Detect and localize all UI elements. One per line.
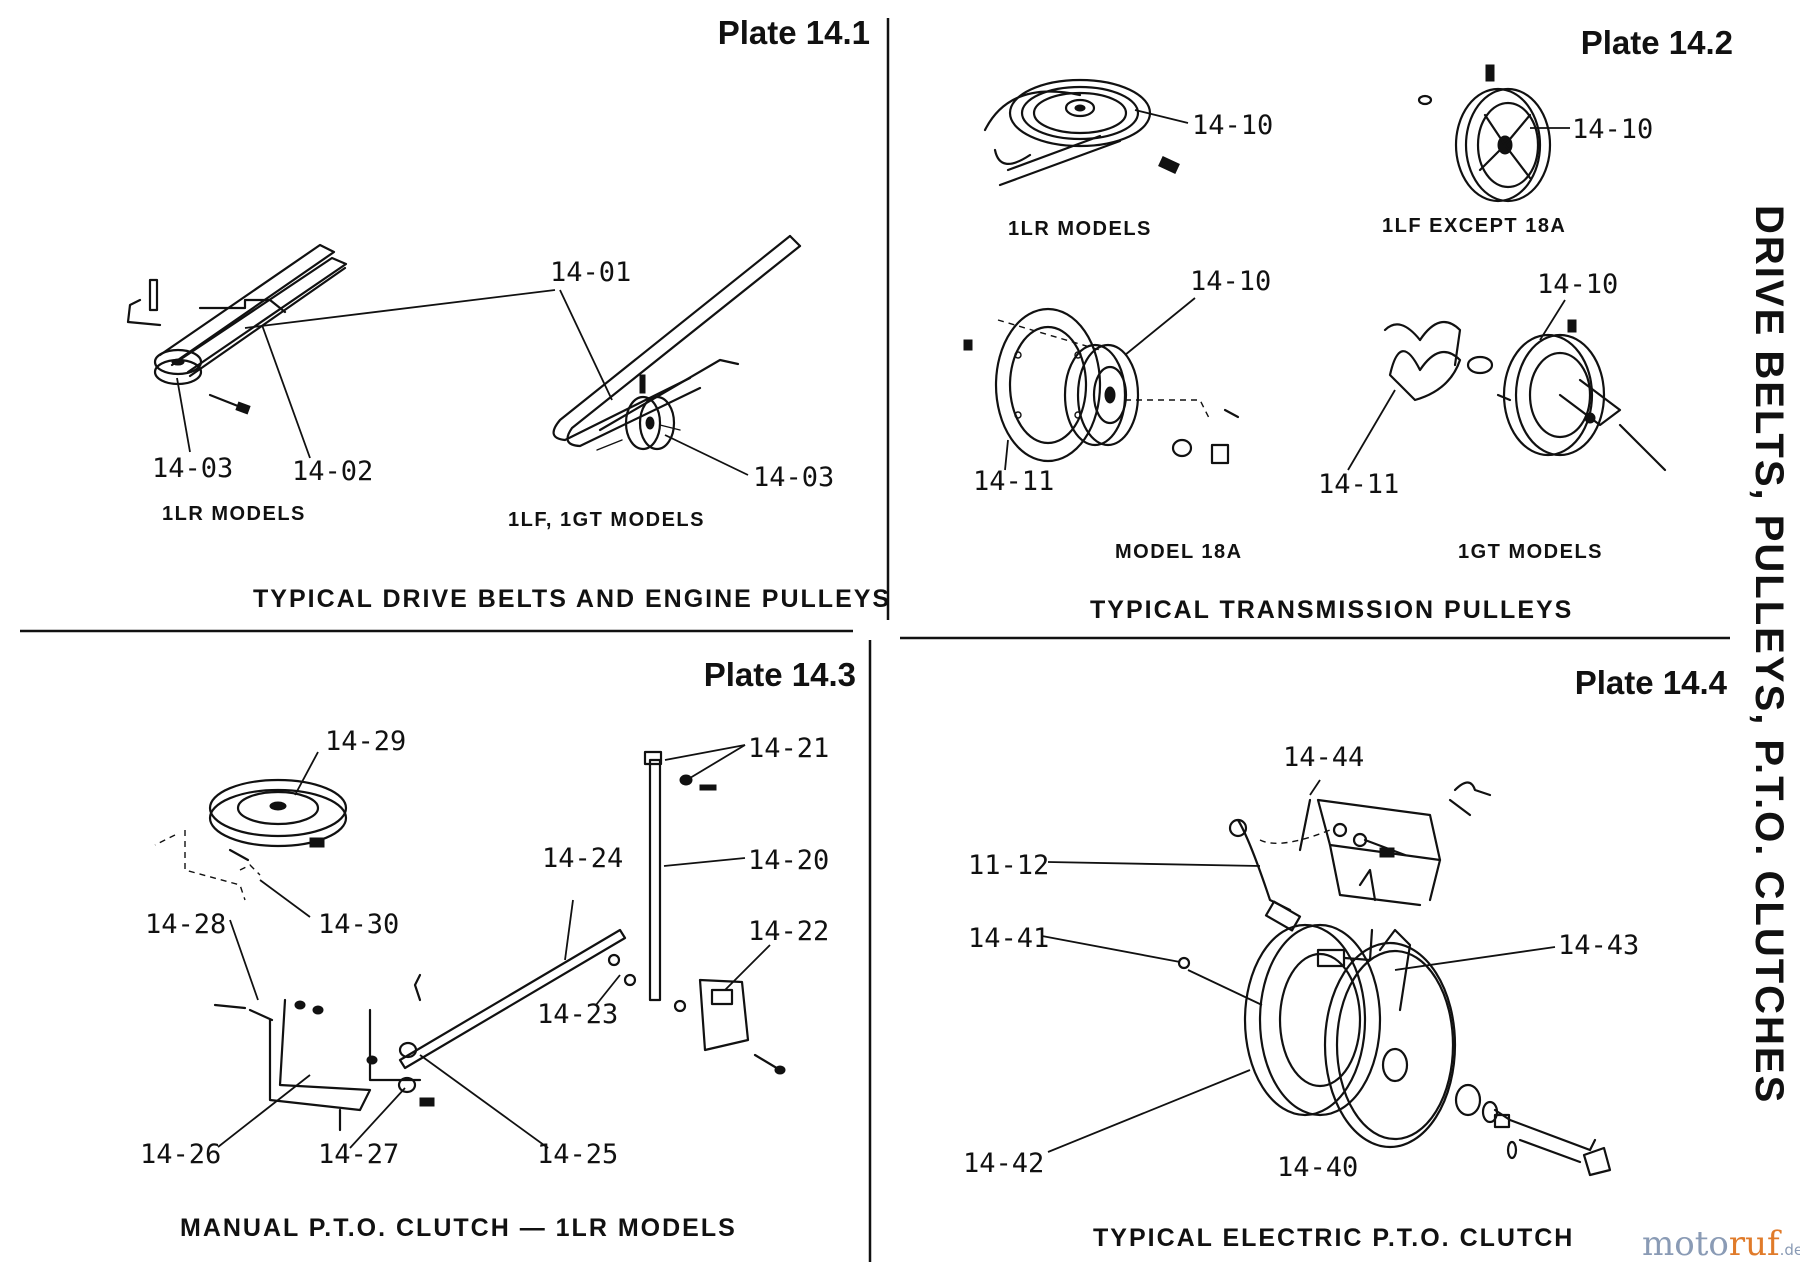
section-side-title: DRIVE BELTS, PULLEYS, P.T.O. CLUTCHES <box>1747 205 1791 1104</box>
plate-14-2-sub-tr: 1LF EXCEPT 18A <box>1382 215 1566 237</box>
ref-14-10-c: 14-10 <box>1190 266 1271 297</box>
plate-14-4: Plate 14.4 <box>963 664 1728 1252</box>
transmission-pulley-1lr-drawing <box>983 78 1180 187</box>
watermark-part-a: moto <box>1642 1224 1729 1264</box>
plate-14-1-title: Plate 14.1 <box>718 14 870 51</box>
watermark-part-c: .de <box>1780 1241 1800 1259</box>
ref-14-20: 14-20 <box>748 845 829 876</box>
plate-14-3: Plate 14.3 <box>140 656 856 1242</box>
ref-14-03-right: 14-03 <box>753 462 834 493</box>
plate-14-1-caption: TYPICAL DRIVE BELTS AND ENGINE PULLEYS <box>253 585 891 613</box>
ref-14-25: 14-25 <box>537 1139 618 1170</box>
plate-14-4-leaders <box>1041 779 1556 1153</box>
site-watermark: motoruf.de <box>1642 1224 1800 1264</box>
ref-14-21: 14-21 <box>748 733 829 764</box>
plate-14-1-leaders <box>176 289 749 476</box>
ref-14-30: 14-30 <box>318 909 399 940</box>
transmission-pulley-1gt-drawing <box>1383 319 1667 472</box>
ref-14-42: 14-42 <box>963 1148 1044 1179</box>
plate-14-1-sub-left: 1LR MODELS <box>162 503 306 525</box>
plate-14-4-title: Plate 14.4 <box>1575 664 1728 701</box>
ref-11-12: 11-12 <box>968 850 1049 881</box>
ref-14-11-a: 14-11 <box>973 466 1054 497</box>
transmission-pulley-1lf-drawing <box>1417 64 1552 203</box>
ref-14-27: 14-27 <box>318 1139 399 1170</box>
ref-14-43: 14-43 <box>1558 930 1639 961</box>
ref-14-11-b: 14-11 <box>1318 469 1399 500</box>
ref-14-44: 14-44 <box>1283 742 1364 773</box>
ref-14-10-a: 14-10 <box>1192 110 1273 141</box>
plate-14-2-sub-br: 1GT MODELS <box>1458 541 1603 563</box>
plate-14-1-sub-right: 1LF, 1GT MODELS <box>508 509 705 531</box>
ref-14-22: 14-22 <box>748 916 829 947</box>
plate-14-2: Plate 14.2 <box>963 24 1733 624</box>
ref-14-01: 14-01 <box>550 257 631 288</box>
drive-belt-1lf-drawing <box>552 234 802 451</box>
ref-14-29: 14-29 <box>325 726 406 757</box>
pto-lever-linkage-drawing <box>213 750 786 1132</box>
plate-14-2-sub-tl: 1LR MODELS <box>1008 218 1152 240</box>
ref-14-41: 14-41 <box>968 923 1049 954</box>
plate-14-3-title: Plate 14.3 <box>704 656 856 693</box>
plate-14-2-title: Plate 14.2 <box>1581 24 1733 61</box>
plate-14-2-leaders <box>1004 109 1570 471</box>
ref-14-23: 14-23 <box>537 999 618 1030</box>
panel-dividers <box>20 18 1730 1262</box>
plate-14-2-sub-bl: MODEL 18A <box>1115 541 1243 563</box>
electric-pto-clutch-drawing <box>1177 781 1612 1177</box>
pto-idler-pulley-drawing <box>154 778 348 901</box>
svg-text:motoruf.de: motoruf.de <box>1642 1224 1800 1264</box>
ref-14-10-d: 14-10 <box>1537 269 1618 300</box>
plate-14-2-caption: TYPICAL TRANSMISSION PULLEYS <box>1090 596 1573 624</box>
ref-14-26: 14-26 <box>140 1139 221 1170</box>
plate-14-4-caption: TYPICAL ELECTRIC P.T.O. CLUTCH <box>1093 1224 1574 1252</box>
watermark-part-b: ruf <box>1729 1224 1782 1264</box>
ref-14-40: 14-40 <box>1277 1152 1358 1183</box>
transmission-pulley-18a-drawing <box>963 307 1240 465</box>
ref-14-02: 14-02 <box>292 456 373 487</box>
plate-14-3-caption: MANUAL P.T.O. CLUTCH — 1LR MODELS <box>180 1214 737 1242</box>
ref-14-10-b: 14-10 <box>1572 114 1653 145</box>
plate-14-3-leaders <box>217 744 771 1149</box>
engine-pulley-1lr-drawing <box>126 243 348 415</box>
ref-14-03-left: 14-03 <box>152 453 233 484</box>
ref-14-24: 14-24 <box>542 843 623 874</box>
plate-14-1: Plate 14.1 <box>126 14 891 613</box>
ref-14-28: 14-28 <box>145 909 226 940</box>
